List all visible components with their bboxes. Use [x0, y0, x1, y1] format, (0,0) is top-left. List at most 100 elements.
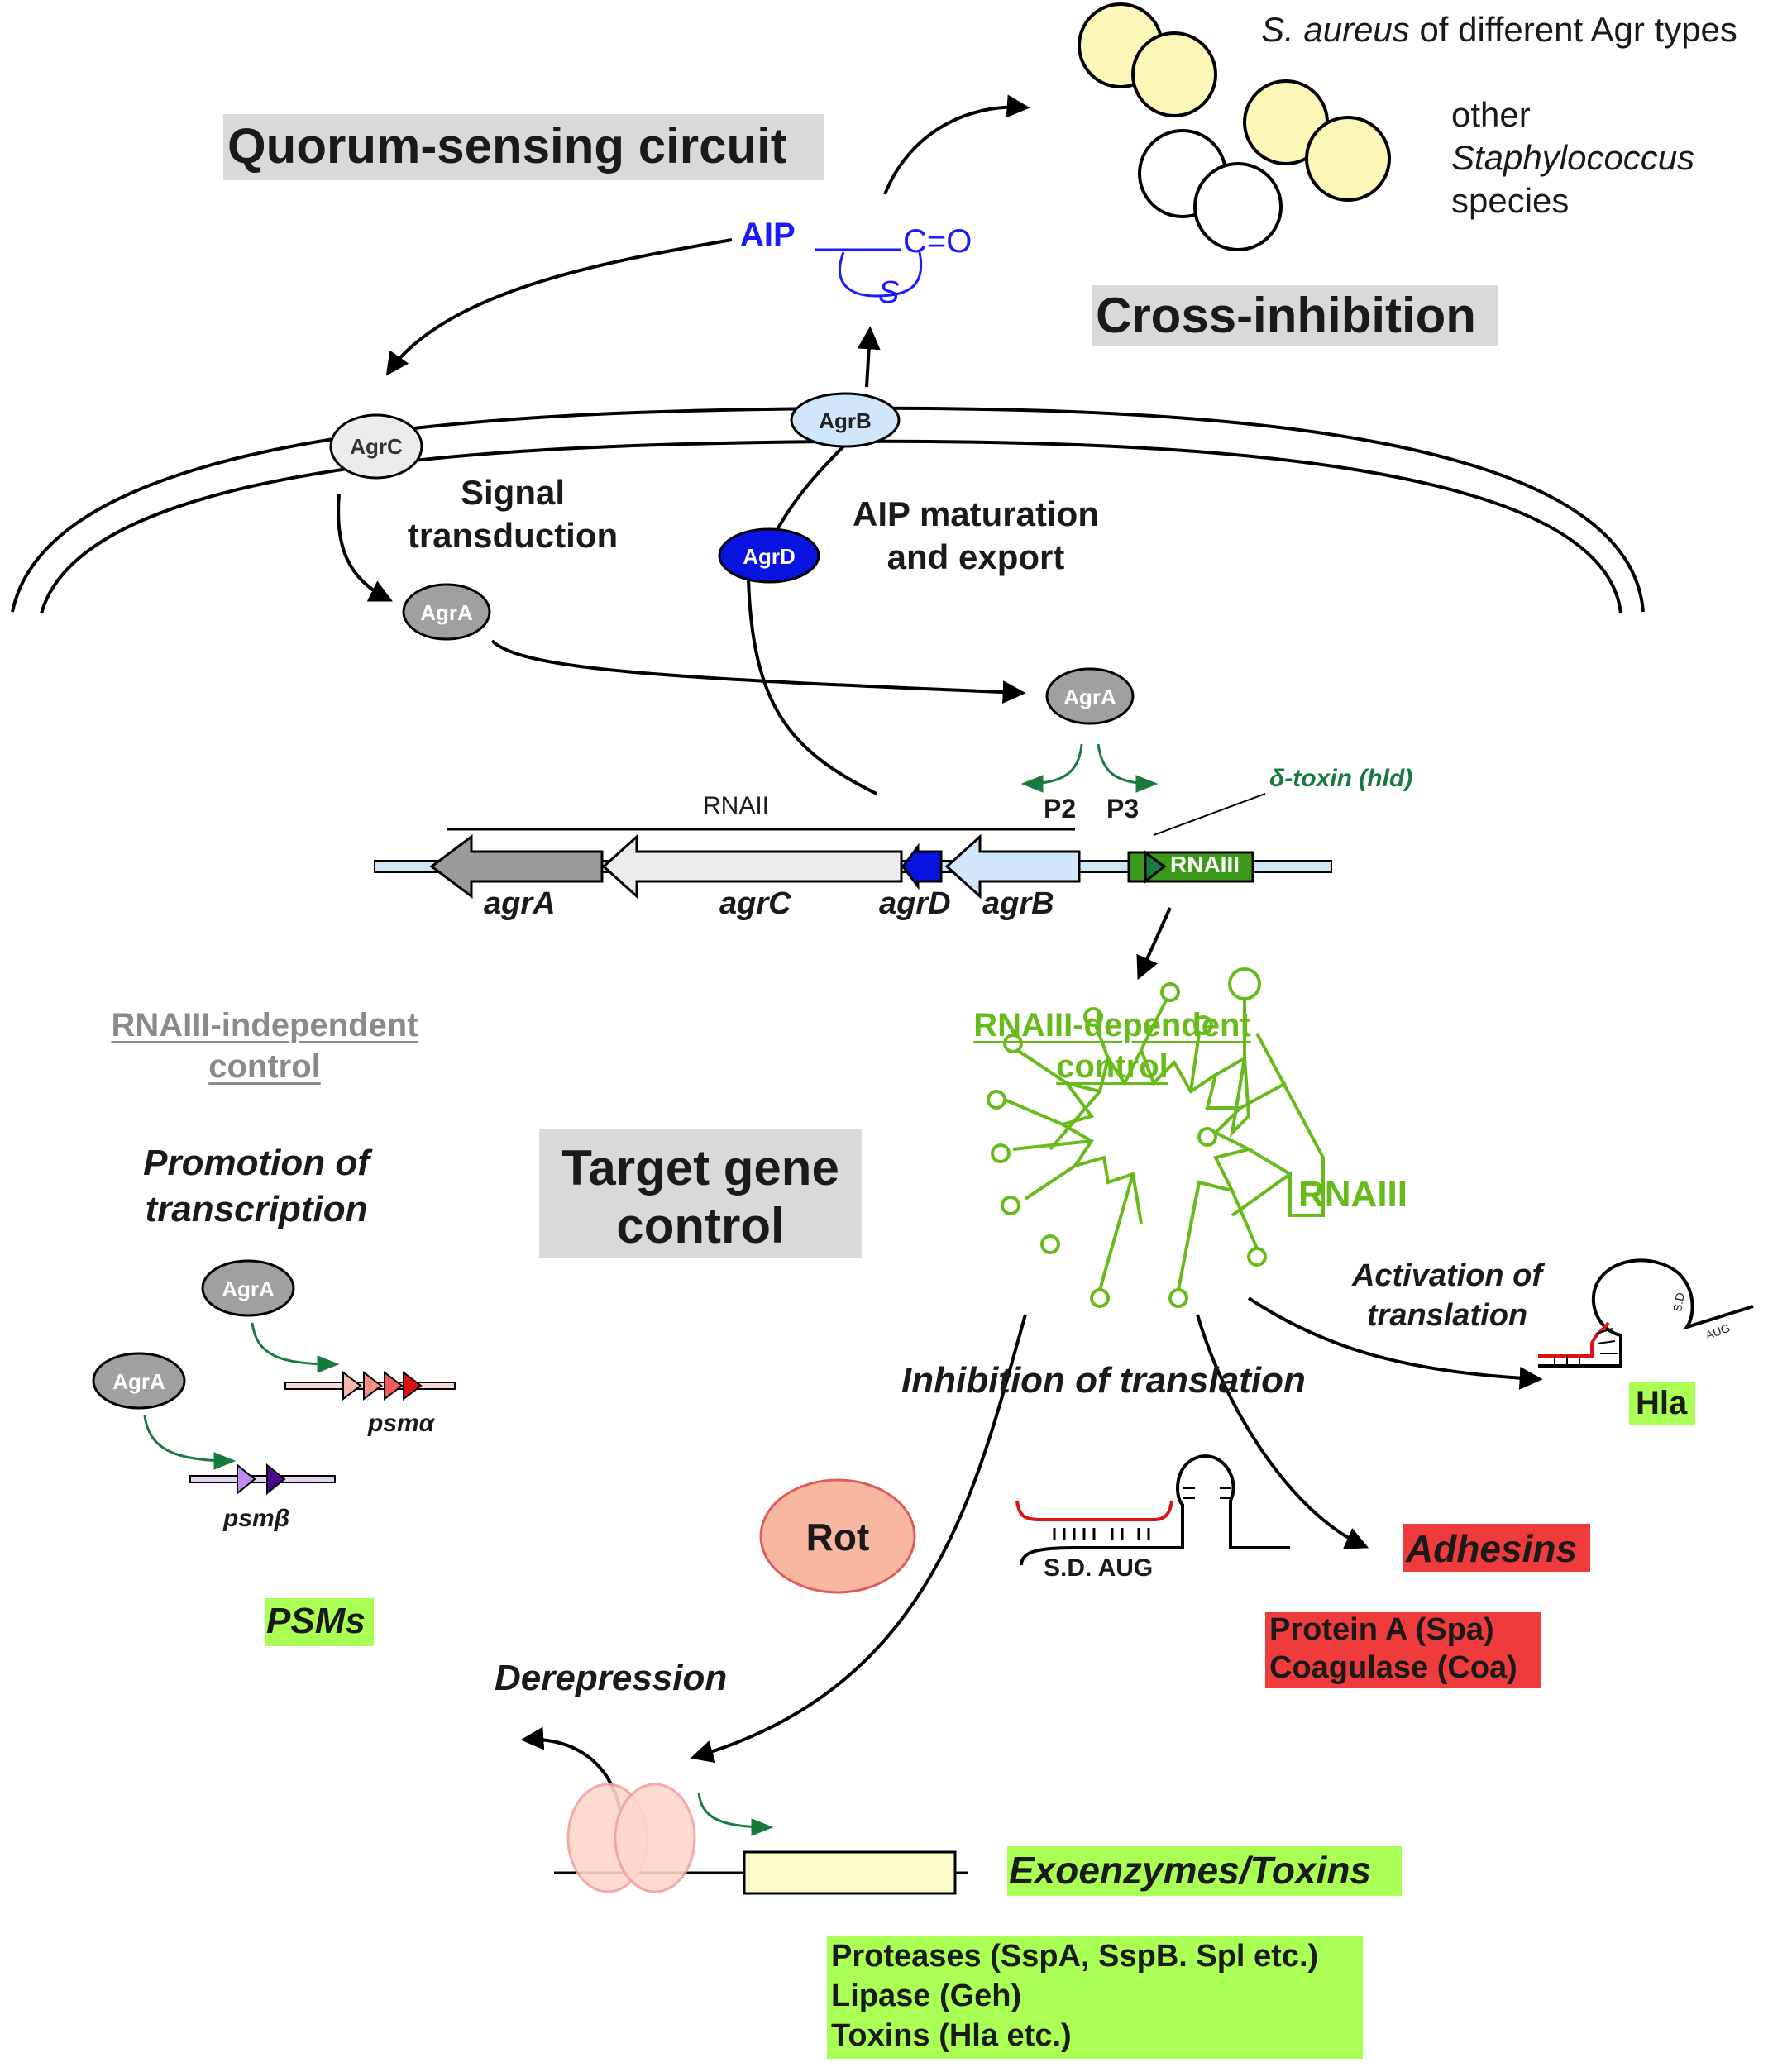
species-label: species: [1451, 181, 1570, 220]
proteases-label: Proteases (SspA, SspB. Spl etc.): [831, 1939, 1319, 1974]
agrd-gene-label: agrD: [879, 886, 951, 921]
independent-control-label: control: [208, 1048, 321, 1085]
agrc-gene-label: agrC: [719, 886, 791, 921]
agrd-label: AgrD: [743, 544, 796, 569]
agrd-to-agrb-line: [772, 445, 845, 538]
agra-membrane-label: AgrA: [420, 600, 473, 625]
derepression-label: Derepression: [495, 1658, 728, 1698]
exo-list-box: [827, 1936, 1363, 2059]
rnaiii-to-hla-arrow: [1247, 1296, 1543, 1390]
cross-inhibition-box: [1092, 285, 1498, 346]
agra-membrane-oval: [402, 583, 491, 641]
operon-to-rnaiii-arrow: [1136, 907, 1172, 981]
exoenzymes-box: [1007, 1846, 1402, 1896]
agrc-oval: [329, 413, 423, 480]
agrc-gene-arrow: [601, 833, 903, 900]
sd-aug-label: S.D. AUG: [1044, 1554, 1154, 1582]
aip-to-agrc-arrow: [385, 238, 733, 376]
p3-promoter-arrow: [1097, 743, 1159, 793]
p2-promoter-arrow: [1020, 743, 1083, 793]
agra-to-psm-beta-arrow: [143, 1415, 237, 1470]
dependent-control-label: control: [1056, 1048, 1168, 1085]
rnaiii-independent-label: RNAIII-independent: [111, 1007, 418, 1043]
psms-box: [265, 1598, 374, 1646]
agra-psm-alpha-label: AgrA: [222, 1277, 275, 1301]
coagulase-label: Coagulase (Coa): [1269, 1650, 1517, 1685]
exoenzymes-label: Exoenzymes/Toxins: [1009, 1849, 1372, 1892]
aip-co-label: C=O: [903, 223, 972, 260]
ribosome-right: [614, 1783, 696, 1893]
agra-psm-beta-oval: [92, 1352, 186, 1410]
inhibition-label: Inhibition of translation: [901, 1360, 1306, 1401]
psm-alpha-label: psmα: [368, 1410, 435, 1437]
rnaiii-structure: [987, 967, 1325, 1308]
promotion-label: Promotion of: [143, 1143, 370, 1183]
quorum-header-box: [223, 114, 824, 180]
agrc-to-agra-arrow: [337, 494, 394, 602]
rnaii-label: RNAII: [703, 792, 770, 819]
agrb-label: AgrB: [819, 408, 872, 433]
transduction-label: transduction: [407, 516, 619, 555]
hla-box: [1629, 1382, 1695, 1425]
other-staphylococcus-cells: [1138, 129, 1283, 251]
protein-a-label: Protein A (Spa): [1269, 1612, 1494, 1647]
adhesin-list-box: [1265, 1612, 1541, 1688]
rnaiii-to-adhesins-arrow: [1196, 1314, 1369, 1549]
cross-inhibition-header: Cross-inhibition: [1096, 288, 1476, 343]
psms-label: PSMs: [266, 1601, 366, 1641]
rnaiii-gene-label: RNAIII: [1170, 852, 1240, 877]
rot-label: Rot: [805, 1516, 870, 1559]
agra-operon-label: AgrA: [1063, 685, 1116, 709]
aip-structure: [815, 248, 923, 298]
quorum-header: Quorum-sensing circuit: [227, 118, 787, 174]
aip-label: AIP: [740, 217, 796, 253]
agrb-oval: [790, 392, 901, 448]
target-gene-line2: control: [616, 1198, 785, 1253]
transcription-label: transcription: [145, 1189, 368, 1229]
agrb-to-aip-arrow: [857, 326, 881, 388]
rnaiii-dependent-label: RNAIII-dependent: [973, 1007, 1251, 1043]
agra-psm-beta-label: AgrA: [112, 1369, 165, 1394]
agrd-gene-arrow: [901, 843, 943, 890]
agrb-gene-label: agrB: [982, 886, 1054, 921]
operon-to-agrd-line: [747, 578, 877, 795]
inhibition-mrna: [1015, 1454, 1290, 1566]
target-gene-line1: Target gene: [561, 1140, 839, 1196]
psm-beta-dna: [189, 1475, 336, 1483]
agrb-gene-arrow: [944, 833, 1081, 900]
agra-translocation-arrow: [490, 639, 1026, 704]
rnaiii-structure-label: RNAIII: [1298, 1174, 1407, 1215]
staphylococcus-label: Staphylococcus: [1451, 138, 1695, 177]
and-export-label: and export: [886, 537, 1065, 576]
agra-gene-label: agrA: [484, 886, 556, 921]
delta-toxin-label: δ-toxin (hld): [1269, 765, 1413, 792]
signal-label: Signal: [460, 473, 566, 512]
hla-mrna-hairpin: [1538, 1258, 1754, 1368]
toxins-label: Toxins (Hla etc.): [831, 2018, 1072, 2053]
hla-label: Hla: [1636, 1385, 1688, 1421]
adhesins-box: [1403, 1524, 1590, 1572]
psm-beta-genes: [237, 1463, 286, 1496]
agrc-label: AgrC: [350, 434, 403, 459]
adhesins-label: Adhesins: [1406, 1527, 1578, 1570]
exoenzyme-gene-box: [743, 1850, 957, 1895]
exoenzyme-promoter-arrow: [697, 1792, 774, 1836]
of-translation-label: translation: [1366, 1298, 1528, 1333]
s-aureus-label: S. aureus of different Agr types: [1261, 10, 1737, 49]
psm-alpha-genes: [342, 1370, 423, 1401]
agra-to-psm-alpha-arrow: [251, 1322, 340, 1373]
aip-s-label: S: [878, 275, 900, 310]
p2-label: P2: [1044, 794, 1077, 823]
p3-label: P3: [1106, 794, 1140, 823]
delta-toxin-pointer: [1153, 793, 1266, 836]
s-aureus-cells: [1078, 2, 1391, 202]
rnaiii-to-rot-arrow: [690, 1314, 1027, 1764]
target-gene-box: [539, 1129, 862, 1258]
agra-operon-oval: [1045, 667, 1135, 725]
agra-psm-alpha-oval: [201, 1259, 295, 1317]
agrd-oval: [718, 527, 820, 584]
aip-to-cells-arrow: [883, 94, 1030, 195]
other-label: other: [1451, 95, 1531, 134]
psm-beta-label: psmβ: [223, 1505, 290, 1532]
activation-label: Activation of: [1351, 1258, 1543, 1293]
